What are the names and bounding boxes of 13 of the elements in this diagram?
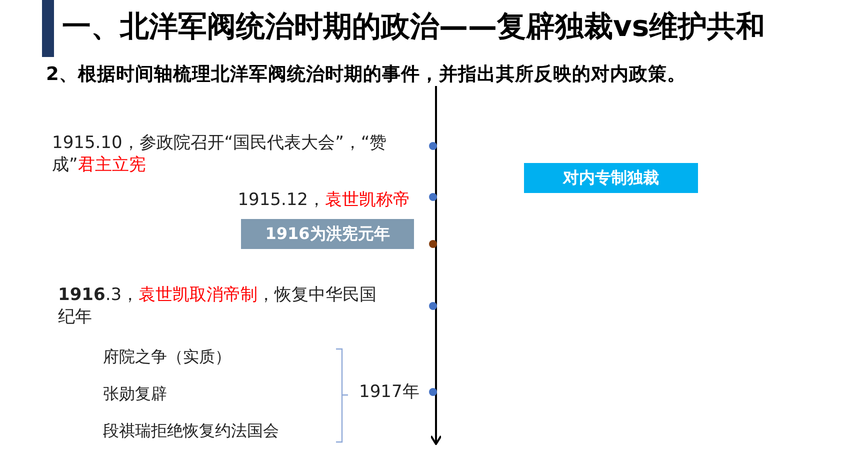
policy-banner [524, 163, 698, 193]
banner-text: 1916为洪宪元年 [265, 224, 390, 244]
event-text: 府院之争（实质） [103, 347, 231, 368]
year-label: 1917年 [359, 381, 420, 404]
banner-text: 对内专制独裁 [563, 168, 659, 188]
slide-title: 一、北洋军阀统治时期的政治——复辟独裁vs维护共和 [62, 8, 766, 45]
event-text: 1916.3，袁世凯取消帝制，恢复中华民国纪年 [58, 284, 378, 328]
event-text: 段祺瑞拒绝恢复约法国会 [103, 421, 279, 442]
event-text: 张勋复辟 [103, 384, 167, 405]
era-banner [241, 219, 414, 249]
event-text: 1915.10，参政院召开“国民代表大会”，“赞成”君主立宪 [52, 132, 388, 176]
subtitle: 2、根据时间轴梳理北洋军阀统治时期的事件，并指出其所反映的对内政策。 [46, 63, 686, 87]
event-text: 1915.12，袁世凯称帝 [236, 189, 410, 212]
